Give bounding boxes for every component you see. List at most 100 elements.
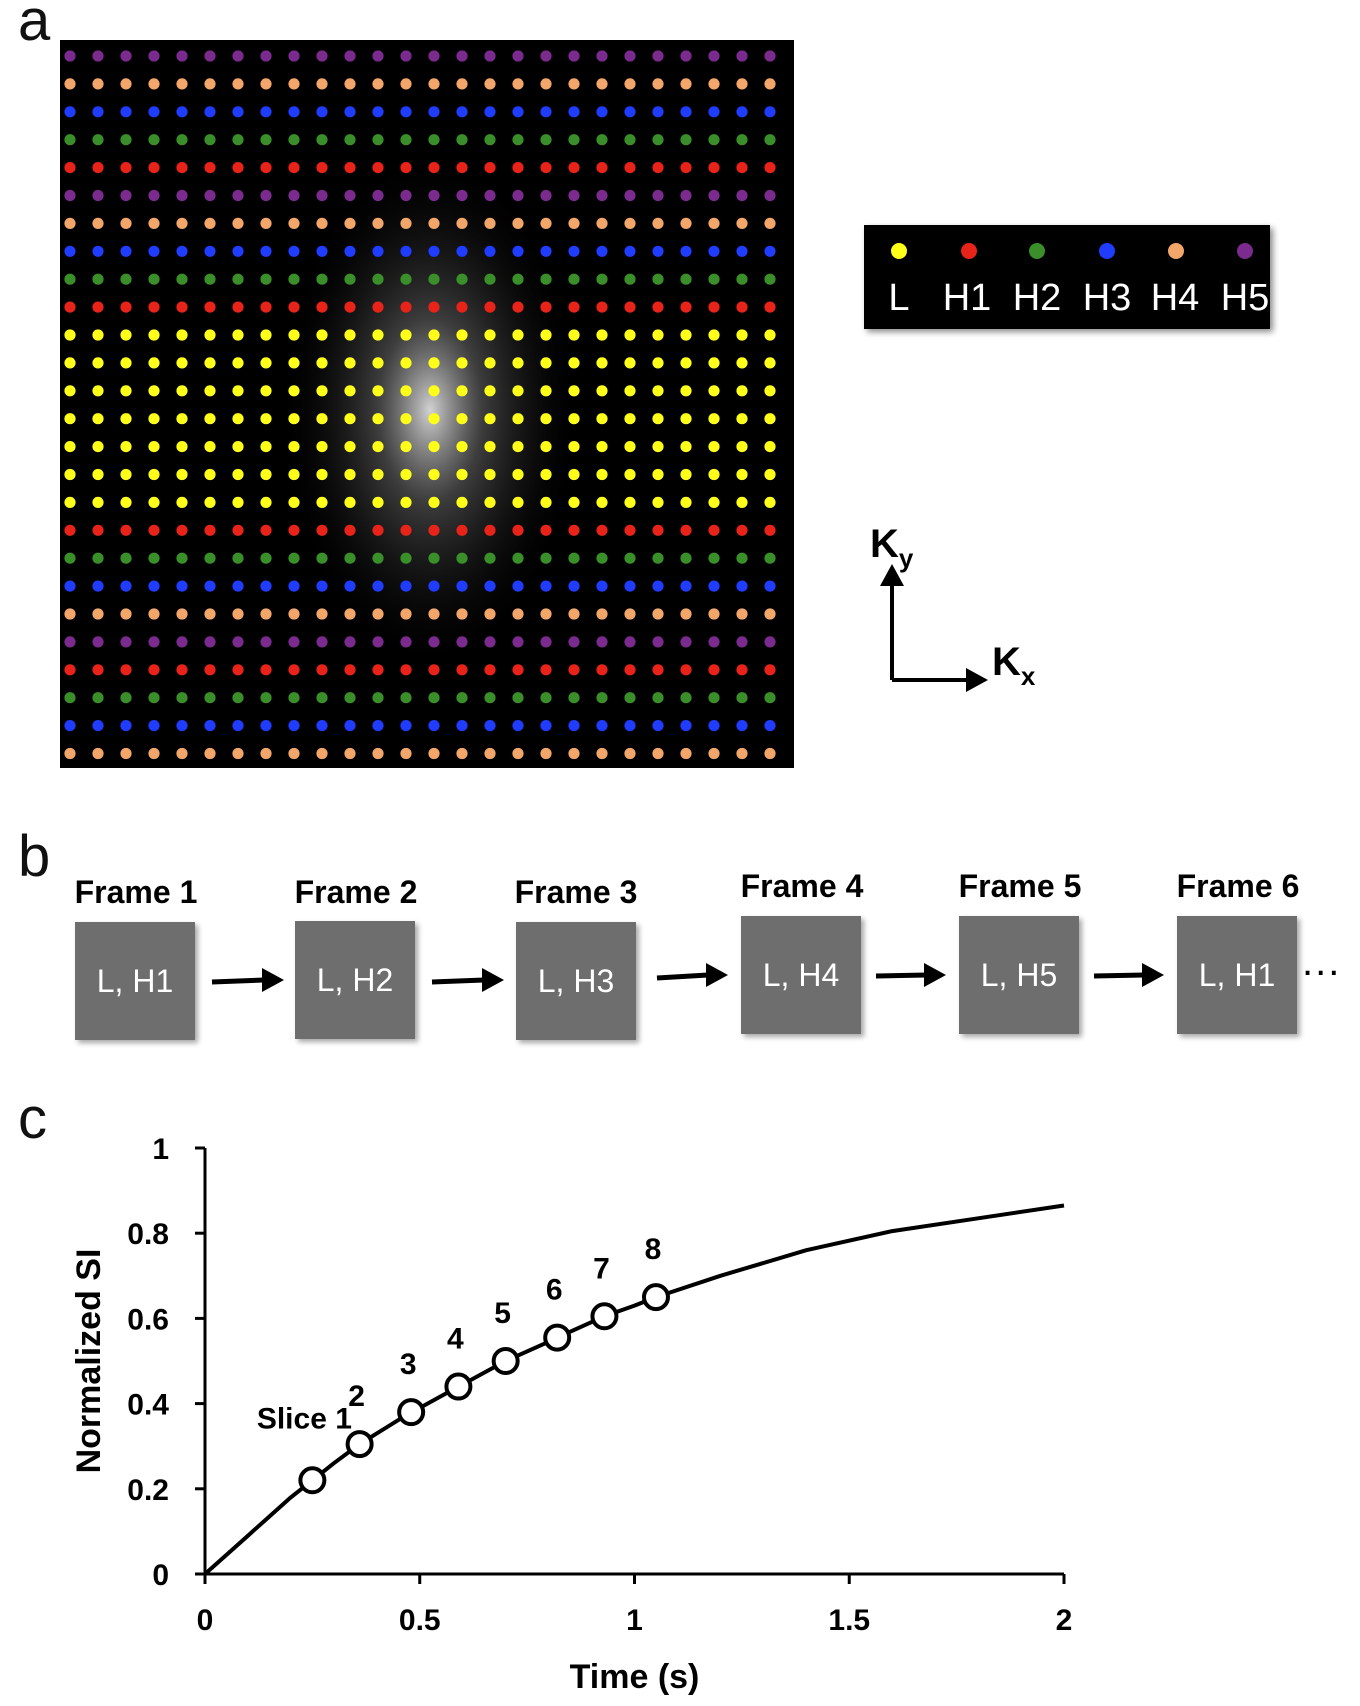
kspace-dot-h1 <box>764 162 776 174</box>
kspace-dot-h1 <box>568 524 580 536</box>
kspace-dot-h4 <box>568 608 580 620</box>
kspace-dot-h2 <box>288 134 300 146</box>
kspace-dot-h2 <box>400 552 412 564</box>
kspace-dot-h2 <box>652 552 664 564</box>
kspace-dot-h3 <box>176 245 188 257</box>
kspace-dot-h3 <box>204 720 216 732</box>
kspace-dot-h5 <box>232 189 244 202</box>
kspace-dot-h1 <box>708 162 720 174</box>
kspace-dot-l <box>456 329 468 341</box>
kspace-dot-h4 <box>64 747 76 760</box>
kspace-dot-h5 <box>596 189 608 202</box>
kspace-dot-h4 <box>596 217 608 229</box>
y-tick-label: 0.8 <box>127 1218 169 1251</box>
kspace-dot-h1 <box>64 301 76 313</box>
kspace-dot-h5 <box>484 50 496 62</box>
kspace-dot-l <box>92 441 104 453</box>
legend-swatch-h3 <box>1099 243 1115 259</box>
kspace-dot-h4 <box>316 78 328 90</box>
kspace-dot-h2 <box>288 273 300 285</box>
kspace-dot-h3 <box>120 245 132 257</box>
kspace-dot-h5 <box>624 636 636 648</box>
kspace-dot-h4 <box>540 608 552 620</box>
kspace-dot-l <box>428 441 440 453</box>
kspace-dot-h5 <box>708 50 720 62</box>
kspace-dot-h3 <box>652 720 664 732</box>
kspace-dot-h2 <box>764 552 776 564</box>
kspace-dot-h2 <box>736 552 748 564</box>
kspace-dot-l <box>64 441 76 453</box>
kspace-dot-h5 <box>260 189 272 202</box>
kspace-dot-l <box>316 413 328 425</box>
frame-6-title: Frame 6 <box>1176 868 1300 904</box>
kspace-dot-h3 <box>540 106 552 118</box>
kspace-dot-l <box>232 329 244 341</box>
kspace-dot-h3 <box>400 245 412 257</box>
kspace-dot-h3 <box>624 720 636 732</box>
kspace-dot-h5 <box>148 50 160 62</box>
kspace-dot-h3 <box>456 245 468 257</box>
kspace-dot-l <box>400 329 412 341</box>
kspace-dot-h3 <box>680 106 692 118</box>
slice-point-2 <box>345 1430 374 1459</box>
kx-label: Kx <box>992 640 1036 691</box>
kspace-dot-l <box>428 385 440 397</box>
kspace-dot-l <box>652 441 664 453</box>
kspace-dot-h5 <box>232 636 244 648</box>
kspace-dot-h1 <box>232 664 244 676</box>
kspace-dot-l <box>428 496 440 508</box>
kspace-dot-l <box>652 357 664 369</box>
kspace-dot-h4 <box>512 747 524 760</box>
kspace-dot-l <box>568 329 580 341</box>
kspace-dot-h4 <box>176 217 188 229</box>
kspace-dot-h2 <box>596 552 608 564</box>
kspace-dot-l <box>456 357 468 369</box>
kspace-dot-h2 <box>540 273 552 285</box>
kspace-dot-l <box>176 441 188 453</box>
frame-5-box: L, H5 <box>959 916 1079 1034</box>
kspace-dot-l <box>652 468 664 481</box>
kspace-dot-l <box>512 468 524 481</box>
kspace-dot-h3 <box>288 580 300 592</box>
kspace-dot-h2 <box>708 273 720 285</box>
kspace-dot-l <box>204 496 216 508</box>
kspace-dot-h3 <box>232 106 244 118</box>
kspace-dot-h4 <box>344 78 356 90</box>
kspace-dot-l <box>148 385 160 397</box>
legend-label-h4: H4 <box>1150 277 1200 319</box>
kspace-dot-h3 <box>568 106 580 118</box>
kspace-dot-h5 <box>540 636 552 648</box>
kspace-dot-h1 <box>624 162 636 174</box>
kspace-dot-h3 <box>484 245 496 257</box>
kspace-dot-h5 <box>652 50 664 62</box>
kspace-dot-h1 <box>428 664 440 676</box>
kspace-dot-h4 <box>120 217 132 229</box>
arrow-2-3 <box>431 968 504 992</box>
kspace-dot-h1 <box>232 524 244 536</box>
kspace-dot-l <box>428 468 440 481</box>
kspace-dot-l <box>176 413 188 425</box>
kspace-dot-h1 <box>624 664 636 676</box>
kspace-dot-l <box>400 468 412 481</box>
kspace-dot-h1 <box>92 162 104 174</box>
kspace-dot-h2 <box>428 134 440 146</box>
kspace-dot-h1 <box>596 524 608 536</box>
legend: L H1 H2 H3 H4 H5 <box>864 225 1270 329</box>
kspace-dot-l <box>372 441 384 453</box>
kspace-dot-h3 <box>624 106 636 118</box>
kspace-dot-h4 <box>64 78 76 90</box>
kspace-dot-h2 <box>680 552 692 564</box>
kspace-dot-l <box>204 357 216 369</box>
kspace-dot-h1 <box>316 162 328 174</box>
kspace-dot-h1 <box>512 162 524 174</box>
kspace-dot-h3 <box>456 580 468 592</box>
kspace-dot-h2 <box>92 692 104 704</box>
kspace-dot-h2 <box>624 134 636 146</box>
kspace-dot-h3 <box>316 720 328 732</box>
kspace-dot-h3 <box>428 580 440 592</box>
kspace-dot-h4 <box>540 78 552 90</box>
kspace-dot-h1 <box>456 301 468 313</box>
kspace-dot-h4 <box>400 608 412 620</box>
kspace-dot-l <box>652 385 664 397</box>
kspace-dot-l <box>764 468 776 481</box>
